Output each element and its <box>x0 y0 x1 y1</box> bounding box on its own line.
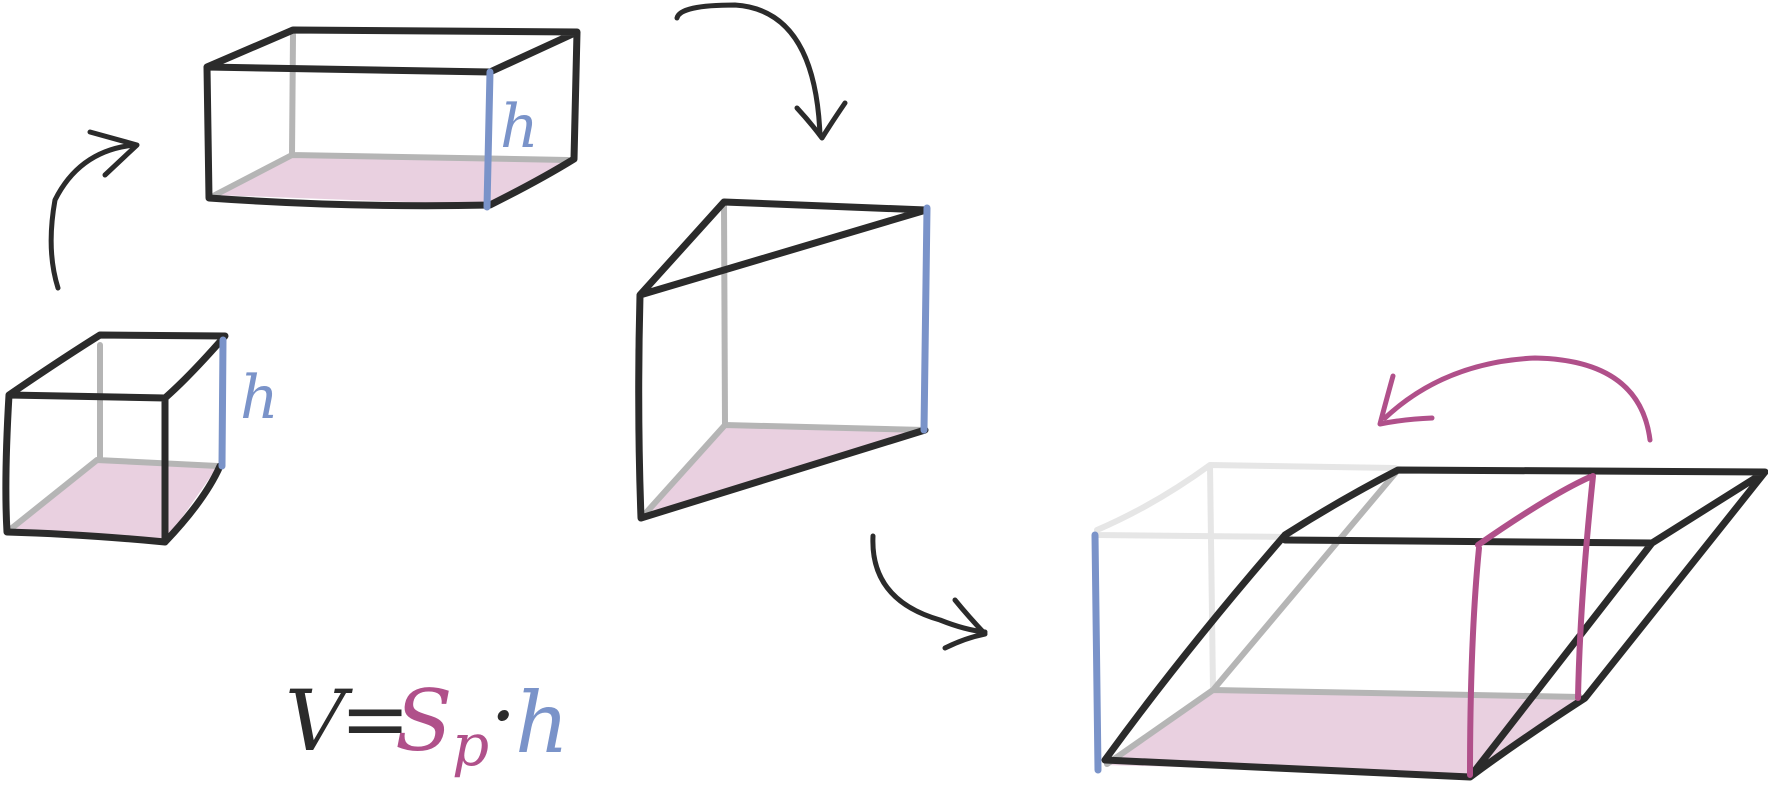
volume-formula: V = S p · h <box>285 667 569 779</box>
oblique-prism-accent-edges <box>1467 473 1596 778</box>
formula-base-subscript: p <box>452 711 489 779</box>
formula-base-area: S <box>395 672 453 770</box>
formula-volume: V <box>285 672 353 770</box>
arrow-down-right-curve <box>674 2 823 138</box>
small-cube: h <box>2 331 279 546</box>
long-box: h <box>203 26 581 211</box>
small-cube-height-edge <box>218 336 227 470</box>
oblique-prism-faint-edges <box>1094 462 1398 693</box>
small-cube-height-label: h <box>240 363 279 433</box>
arrow-down-right-head <box>794 100 848 141</box>
formula-height: h <box>515 674 569 772</box>
arrow-oblique-accent-head <box>1377 373 1435 427</box>
small-cube-hidden-edges <box>4 342 221 535</box>
triangular-prism-edges <box>635 198 930 522</box>
arrow-to-oblique-head <box>942 597 988 651</box>
triangular-prism-height-edge <box>920 204 931 434</box>
oblique-prism-base <box>1105 690 1585 775</box>
arrow-oblique-accent-curve <box>1382 355 1653 443</box>
oblique-prism-edges <box>1101 466 1768 781</box>
formula-dot: · <box>490 667 517 765</box>
arrow-down-right <box>674 2 848 141</box>
arrow-oblique-accent <box>1377 355 1653 443</box>
arrow-up-left <box>48 129 140 291</box>
arrow-to-oblique-curve <box>870 533 988 635</box>
oblique-prism-hidden-edges <box>1104 467 1583 767</box>
long-box-base <box>215 155 568 205</box>
oblique-prism-height-edge <box>1091 531 1102 774</box>
long-box-height-label: h <box>500 92 539 162</box>
formula-equals: = <box>340 670 410 768</box>
long-box-height-edge <box>483 68 494 211</box>
small-cube-edges <box>2 331 229 546</box>
oblique-prism <box>1091 462 1768 781</box>
triangular-prism <box>635 198 931 522</box>
triangular-prism-hidden-edges <box>641 202 928 518</box>
arrow-to-oblique <box>870 533 988 651</box>
arrow-up-left-curve <box>48 142 138 291</box>
long-box-hidden-edges <box>212 32 571 198</box>
arrow-up-left-head <box>87 129 140 178</box>
